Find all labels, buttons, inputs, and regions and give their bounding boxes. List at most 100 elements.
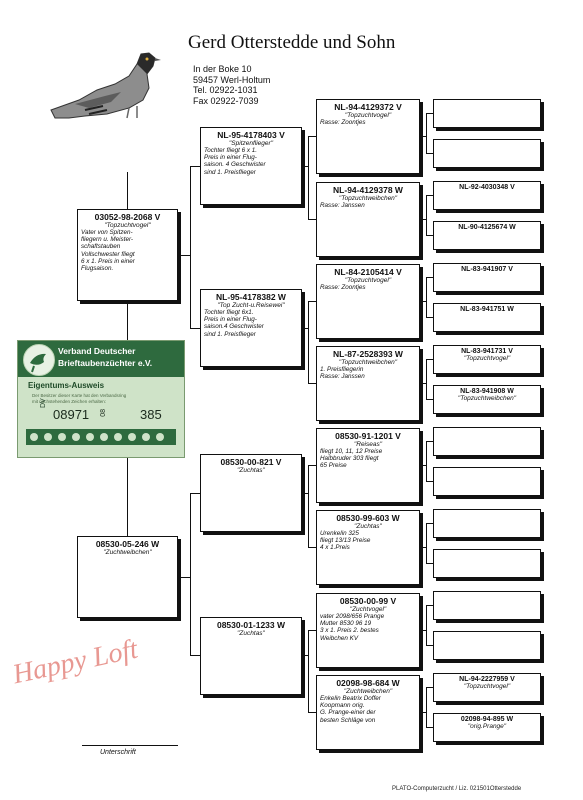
- connector-line: [178, 255, 190, 256]
- card-dv-label: DV: [40, 398, 47, 408]
- sire-desc-5: 6 x 1. Preis in einer: [81, 257, 135, 265]
- connector-line: [426, 645, 433, 646]
- sire-desc-4: Vollschwester fliegt: [81, 250, 135, 258]
- pedigree-box-dss[interactable]: 08530-91-1201 V "Reiseas" fliegt 10, 11,…: [316, 428, 420, 503]
- connector-line: [426, 195, 433, 196]
- sds-desc-1: Rasse: Zoontjes: [320, 284, 366, 291]
- pedigree-box-sds[interactable]: NL-84-2105414 V "Topzuchtvogel" Rasse: Z…: [316, 264, 420, 339]
- pedigree-box-dsd[interactable]: 08530-99-603 W "Zuchtas" Urenkelin 325 f…: [316, 510, 420, 585]
- pedigree-box-dam[interactable]: 08530-05-246 W "Zuchtweibchen": [77, 536, 178, 618]
- connector-line: [426, 277, 427, 318]
- g4-7-note: "Topzuchtvogel": [463, 355, 511, 362]
- pedigree-box-g4-12[interactable]: [433, 549, 541, 578]
- pedigree-box-sire-dam[interactable]: NL-95-4178382 W "Top Zucht-u.Reisewei" T…: [200, 289, 302, 367]
- connector-line: [426, 563, 433, 564]
- pedigree-box-g4-7[interactable]: NL-83-941731 V"Topzuchtvogel": [433, 345, 541, 374]
- sire-desc-2: fliegern u. Meister-: [81, 236, 134, 244]
- connector-line: [420, 465, 426, 466]
- connector-line: [308, 136, 309, 220]
- sd-note: "Top Zucht-u.Reisewei": [217, 302, 285, 309]
- connector-line: [302, 493, 308, 494]
- dd-ring: 08530-01-1233 W: [216, 620, 286, 630]
- pedigree-box-sss[interactable]: NL-94-4129372 V "Topzuchtvogel" Rasse: Z…: [316, 99, 420, 174]
- pedigree-box-ssd[interactable]: NL-94-4129378 W "Topzuchtweibchen" Rasse…: [316, 182, 420, 257]
- sire-desc-6: Flugsaison.: [81, 265, 114, 273]
- dsd-desc-1: Urenkelin 325: [320, 530, 359, 537]
- pedigree-box-g4-11[interactable]: [433, 509, 541, 538]
- connector-line: [426, 727, 433, 728]
- connector-line: [420, 630, 426, 631]
- connector-line: [190, 493, 191, 656]
- ss-ring: NL-95-4178403 V: [217, 130, 285, 140]
- pedigree-box-dam-dam[interactable]: 08530-01-1233 W "Zuchtas": [200, 617, 302, 695]
- pedigree-box-sdd[interactable]: NL-87-2528393 W "Topzuchtweibchen" 1. Pr…: [316, 346, 420, 421]
- footer-license: PLATO-Computerzucht / Liz. 021501Otterst…: [392, 786, 522, 792]
- dsd-desc-3: 4 x 1.Preis: [320, 544, 350, 552]
- g4-6-ring: NL-83-941751 W: [460, 306, 514, 313]
- card-code: 385: [140, 407, 162, 422]
- card-fineprint-1: Der Besitzer dieser Karte hat den Verban…: [32, 393, 127, 398]
- sire-desc-1: Vater von Spitzen-: [81, 229, 133, 236]
- pedigree-box-g4-5[interactable]: NL-83-941907 V: [433, 263, 541, 292]
- connector-line: [426, 359, 427, 400]
- connector-line: [308, 219, 316, 220]
- sd-desc-1: Tochter fliegt 6x1.: [204, 309, 254, 316]
- connector-line: [426, 481, 433, 482]
- pedigree-box-g4-2[interactable]: [433, 139, 541, 168]
- dds-note: "Zuchtvogel": [349, 606, 387, 613]
- sds-ring: NL-84-2105414 V: [334, 267, 402, 277]
- connector-line: [426, 687, 433, 688]
- dss-desc-3: 65 Preise: [320, 462, 347, 470]
- dsd-ring: 08530-99-603 W: [336, 513, 400, 523]
- sire-note: "Topzuchtvogel": [104, 222, 151, 229]
- pedigree-box-g4-8[interactable]: NL-83-941908 W"Topzuchtweibchen": [433, 385, 541, 414]
- connector-line: [190, 166, 200, 167]
- pedigree-box-g4-3[interactable]: NL-92-4030348 V: [433, 181, 541, 210]
- connector-line: [426, 687, 427, 728]
- connector-line: [127, 301, 128, 341]
- pedigree-box-dds[interactable]: 08530-00-99 V "Zuchtvogel" vater 2098/65…: [316, 593, 420, 668]
- connector-line: [190, 493, 200, 494]
- pedigree-box-g4-13[interactable]: [433, 591, 541, 620]
- connector-line: [420, 219, 426, 220]
- pedigree-box-g4-9[interactable]: [433, 427, 541, 456]
- dds-ring: 08530-00-99 V: [339, 596, 397, 606]
- g4-16-note: "orig.Prange": [467, 723, 507, 730]
- dss-note: "Reiseas": [353, 441, 383, 448]
- connector-line: [308, 383, 316, 384]
- dam-note: "Zuchtweibchen": [103, 549, 152, 556]
- connector-line: [308, 301, 316, 302]
- pedigree-box-g4-14[interactable]: [433, 631, 541, 660]
- connector-line: [420, 547, 426, 548]
- ssd-note: "Topzuchtweibchen": [338, 195, 398, 202]
- pedigree-box-ddd[interactable]: 02098-98-684 W "Zuchtweibchen" Enkelin B…: [316, 675, 420, 750]
- pedigree-box-g4-15[interactable]: NL-94-2227959 V"Topzuchtvogel": [433, 673, 541, 702]
- dds-desc-2: Mutter 8530 96 19: [320, 620, 372, 628]
- connector-line: [308, 465, 309, 547]
- pedigree-box-sire[interactable]: 03052-98-2068 V "Topzuchtvogel" Vater vo…: [77, 209, 178, 301]
- pedigree-box-g4-6[interactable]: NL-83-941751 W: [433, 303, 541, 332]
- sd-desc-4: sind 1. Preisflieger: [204, 330, 256, 338]
- signature-line: [82, 745, 178, 746]
- ddd-ring: 02098-98-684 W: [336, 678, 400, 688]
- ssd-ring: NL-94-4129378 W: [333, 185, 403, 195]
- address-street: In der Boke 10: [193, 64, 252, 74]
- ss-desc-3: saison. 4 Geschwister: [204, 161, 266, 169]
- connector-line: [308, 630, 309, 712]
- pedigree-box-g4-1[interactable]: [433, 99, 541, 128]
- pedigree-box-sire-sire[interactable]: NL-95-4178403 V "Spitzenflieger" Tochter…: [200, 127, 302, 205]
- connector-line: [426, 441, 427, 482]
- ss-desc-1: Tochter fliegt 6 x 1.: [204, 147, 257, 154]
- dsd-note: "Zuchtas": [354, 523, 382, 530]
- pedigree-box-g4-10[interactable]: [433, 467, 541, 496]
- pedigree-box-dam-sire[interactable]: 08530-00-821 V "Zuchtas": [200, 454, 302, 532]
- connector-line: [302, 655, 308, 656]
- dsd-desc-2: fliegt 13/13 Preise: [320, 537, 371, 545]
- pedigree-box-g4-16[interactable]: 02098-94-895 W"orig.Prange": [433, 713, 541, 742]
- sd-desc-3: saison.4 Geschwister: [204, 323, 264, 331]
- connector-line: [426, 359, 433, 360]
- pedigree-box-g4-4[interactable]: NL-90-4125674 W: [433, 221, 541, 250]
- connector-line: [420, 136, 426, 137]
- sdd-note: "Topzuchtweibchen": [338, 359, 398, 366]
- page-title: Gerd Otterstedde und Sohn: [188, 32, 396, 53]
